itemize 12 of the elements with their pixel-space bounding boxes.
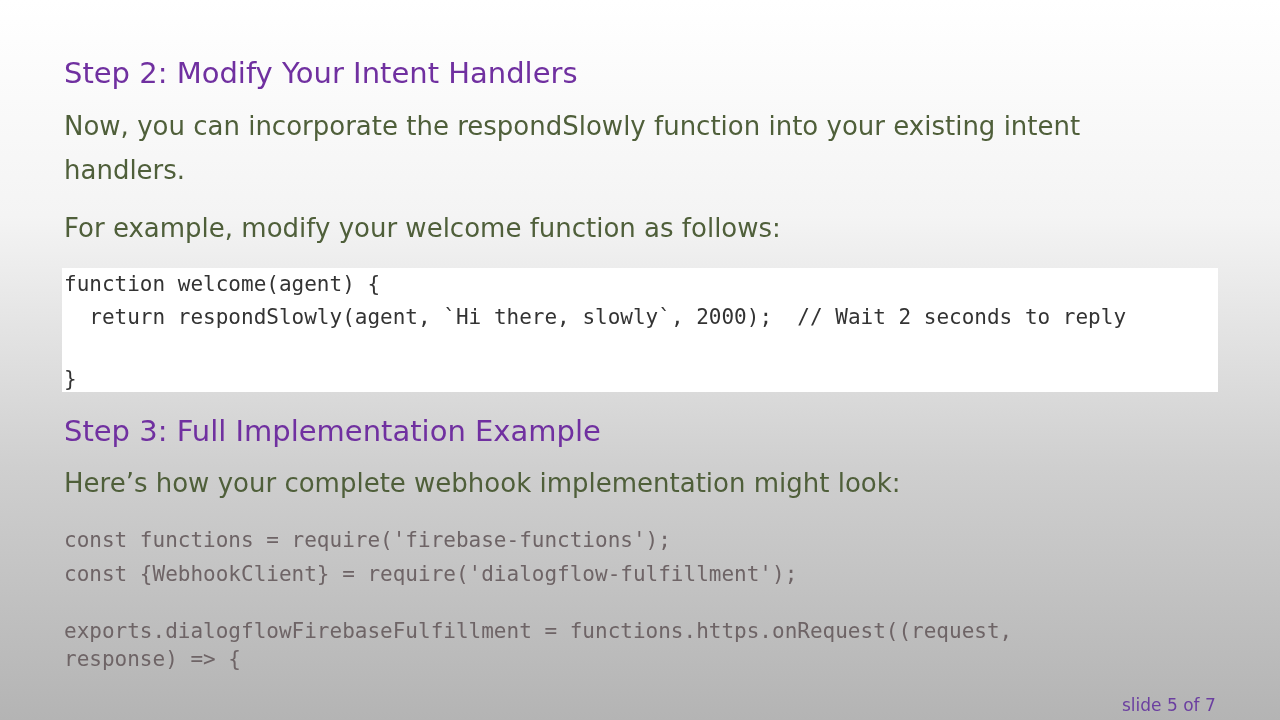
slide-number: slide 5 of 7 <box>1122 695 1216 715</box>
code-line: exports.dialogflowFirebaseFulfillment = functions.https.onRequest((request, response) => { <box>64 618 1014 673</box>
code-line: return respondSlowly(agent, `Hi there, slowly`, 2000); // Wait 2 seconds to reply <box>88 304 1128 331</box>
section-heading: Step 3: Full Implementation Example <box>64 414 602 448</box>
code-line: function welcome(agent) { <box>64 271 382 298</box>
slide-heading: Step 2: Modify Your Intent Handlers <box>64 56 578 90</box>
body-text: For example, modify your welcome function as follows: <box>64 212 782 245</box>
code-line: } <box>64 366 78 393</box>
code-line: const {WebhookClient} = require('dialogflow-fulfillment'); <box>64 561 799 588</box>
body-text: Here’s how your complete webhook implementation might look: <box>64 467 902 500</box>
code-line: const functions = require('firebase-functions'); <box>64 527 672 554</box>
body-text: Now, you can incorporate the respondSlowly function into your existing intent handlers. <box>64 110 1082 187</box>
